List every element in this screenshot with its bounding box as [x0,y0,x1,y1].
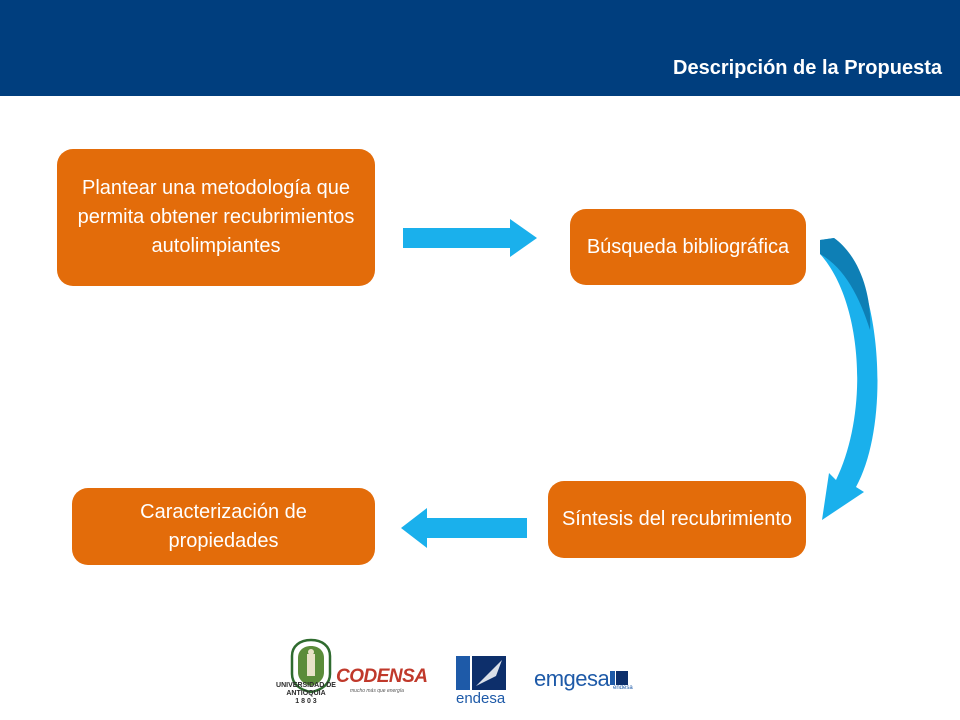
step-caracterizacion-propiedades: Caracterización de propiedades [72,488,375,565]
arrow-right [403,219,537,257]
arrow-curved-shade [820,238,871,330]
emgesa-logo: emgesa [534,666,610,691]
step-label: Síntesis del recubrimiento [561,508,793,530]
arrow-left [401,508,527,548]
university-year: 1 8 0 3 [295,698,317,705]
step-label: Búsqueda bibliográfica [586,235,790,258]
step-label: Caracterización de propiedades [140,500,307,552]
codensa-logo: CODENSA [336,666,428,687]
codensa-tagline: mucho más que energía [350,688,404,694]
endesa-mark-logo [456,656,506,690]
page-title: Descripción de la Propuesta [673,57,942,79]
university-name: UNIVERSIDAD DE ANTIOQUIA [276,682,336,697]
logos-strip: UNIVERSIDAD DE ANTIOQUIA 1 8 0 3 CODENSA… [270,630,650,712]
university-seal-logo [290,638,332,694]
university-logo-text: UNIVERSIDAD DE ANTIOQUIA 1 8 0 3 [270,682,342,706]
step-plantear-metodologia: Plantear una metodología que permita obt… [57,149,375,286]
step-label: Plantear una metodología que permita obt… [77,177,355,257]
header-bar: Descripción de la Propuesta [0,0,960,96]
endesa-logo-text: endesa [456,690,506,707]
step-sintesis-recubrimiento: Síntesis del recubrimiento [548,481,806,558]
emgesa-sub-text: endesa [613,685,633,691]
step-busqueda-bibliografica: Búsqueda bibliográfica [570,209,806,285]
emgesa-mark-logo [610,671,628,685]
